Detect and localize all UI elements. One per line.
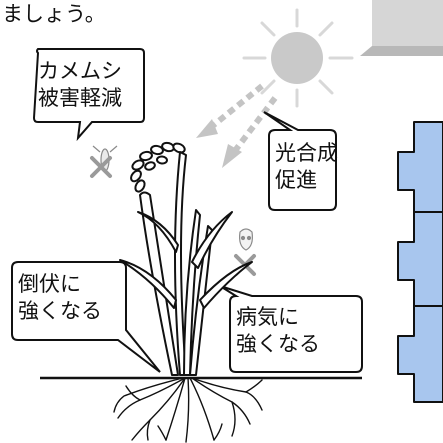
header-text: ましょう。 bbox=[2, 2, 106, 26]
pathogen-icon bbox=[239, 228, 253, 251]
callout-pest-label: カメムシ 被害軽減 bbox=[38, 59, 122, 110]
sunlight-arrowheads bbox=[196, 119, 242, 168]
callout-lodging-label: 倒伏に 強くなる bbox=[18, 272, 102, 323]
insect-icon bbox=[92, 145, 118, 172]
corner-panel bbox=[360, 0, 443, 56]
callout-photosynthesis-bubble bbox=[263, 111, 337, 211]
sunlight-arrows bbox=[208, 83, 278, 154]
callout-disease-label: 病気に 強くなる bbox=[236, 305, 320, 356]
callout-pest-bubble bbox=[32, 48, 145, 142]
callout-disease-bubble bbox=[219, 285, 363, 373]
block-arrow-icon bbox=[397, 121, 443, 219]
rice-roots bbox=[113, 377, 263, 443]
rice-panicle bbox=[130, 141, 186, 193]
sun-icon bbox=[242, 8, 354, 108]
rice-plant bbox=[119, 141, 253, 376]
block-arrow-icon-2 bbox=[397, 211, 443, 309]
block-arrow-icon-3 bbox=[397, 305, 443, 403]
callout-photosynthesis-label: 光合成 促進 bbox=[275, 141, 338, 192]
cross-icon bbox=[90, 156, 112, 178]
